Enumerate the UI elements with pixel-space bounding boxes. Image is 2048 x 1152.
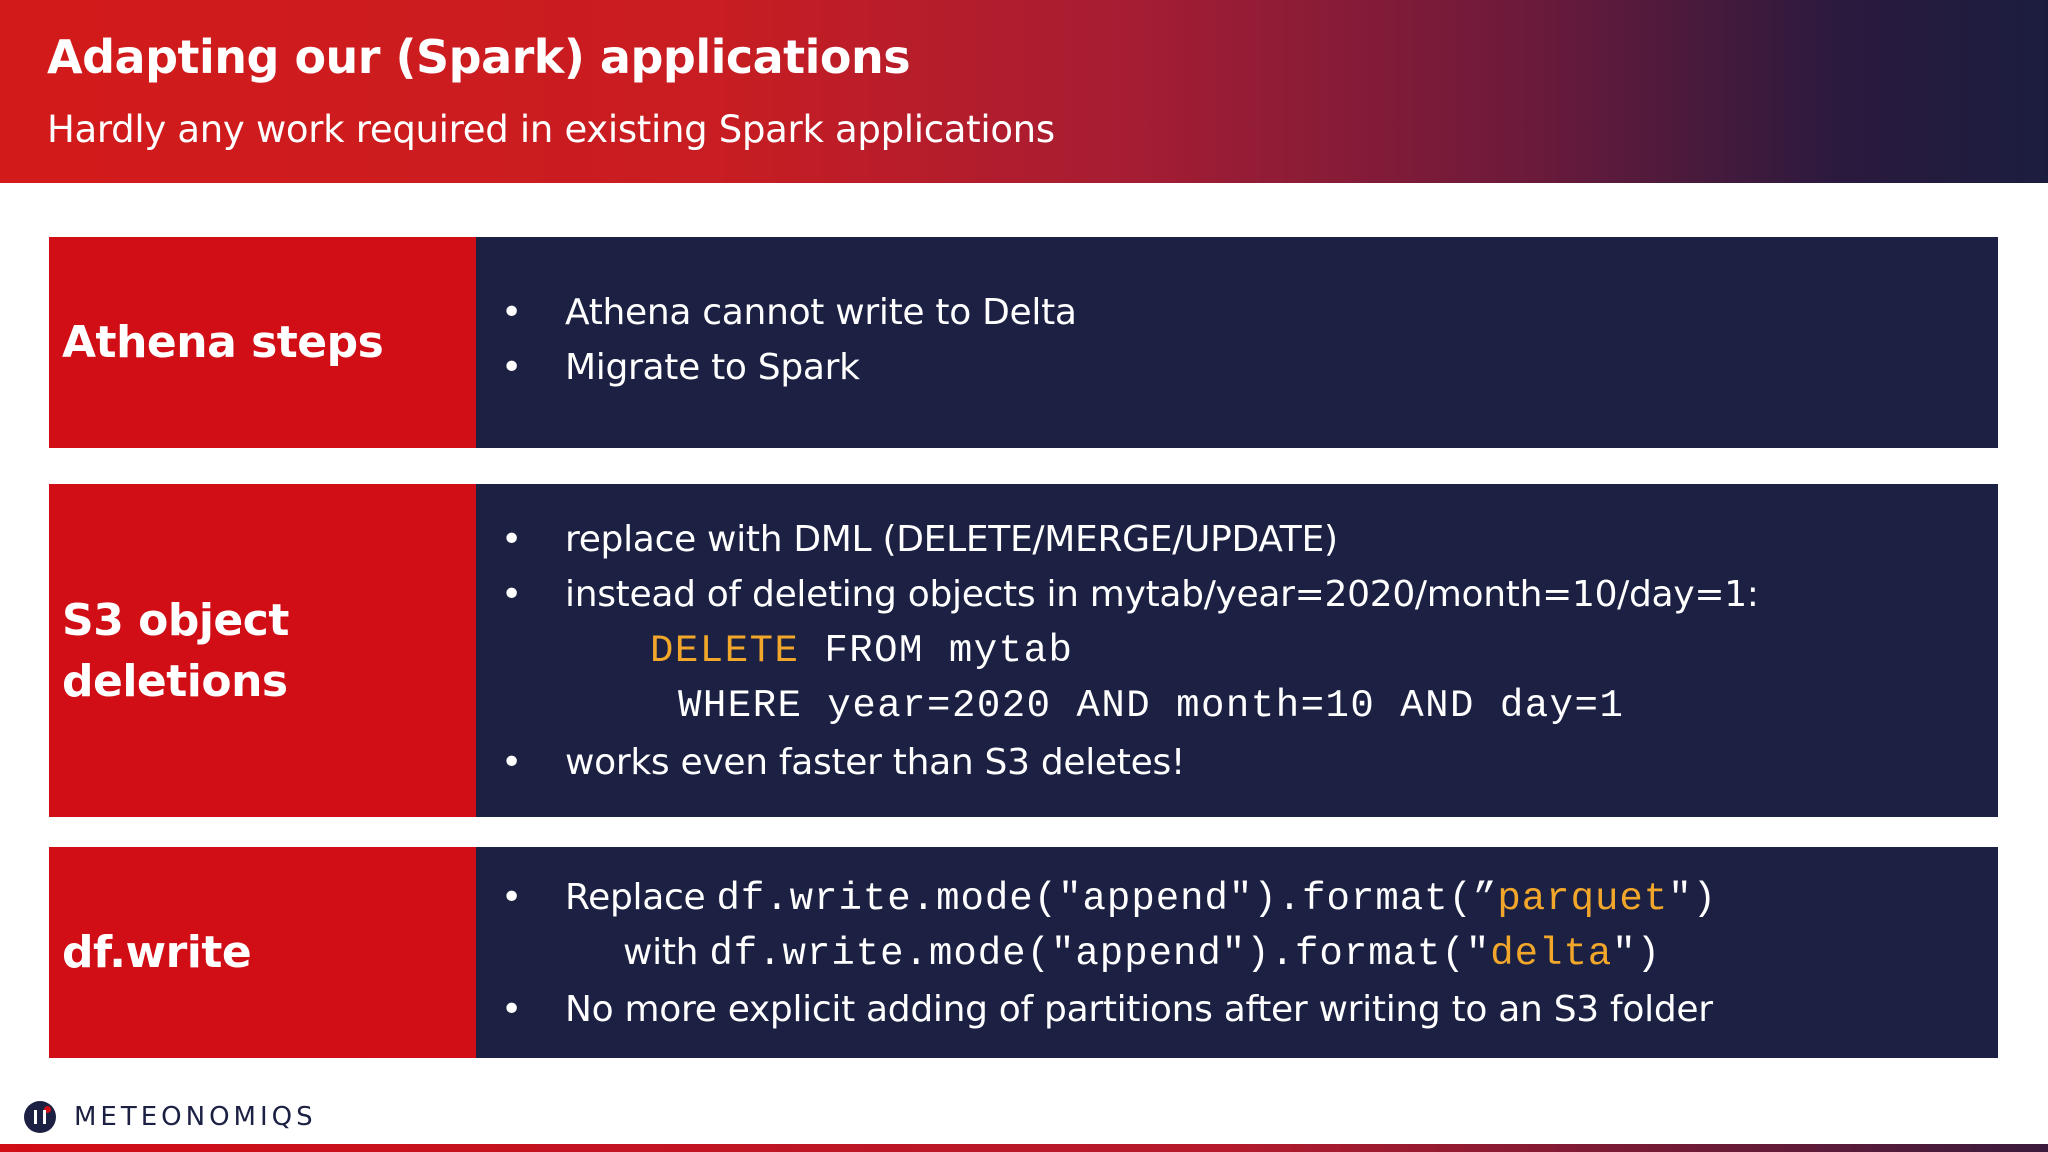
footer-brand: METEONOMIQS: [74, 1102, 317, 1132]
row-label-dfwrite: df.write: [49, 847, 476, 1058]
bottom-divider: [0, 1144, 2048, 1152]
row-s3-deletions: S3 object deletions • replace with DML (…: [49, 484, 1998, 817]
row-content-dfwrite: • Replace df.write.mode("append").format…: [501, 877, 1718, 1030]
row-content-s3: • replace with DML (DELETE/MERGE/UPDATE)…: [501, 519, 1759, 783]
row-athena-steps: Athena steps • Athena cannot write to De…: [49, 237, 1998, 448]
label-df-write: df.write: [62, 927, 252, 978]
label-athena-steps: Athena steps: [62, 317, 384, 368]
label-chevron: [49, 484, 427, 817]
row-df-write: df.write • Replace df.write.mode("append…: [49, 847, 1998, 1058]
label-chevron: [49, 237, 427, 448]
label-s3-object-deletions: S3 object deletions: [62, 595, 289, 707]
code-line-where: WHERE year=2020 AND month=10 AND day=1: [678, 684, 1625, 728]
slide-header: Adapting our (Spark) applications Hardly…: [0, 0, 2048, 183]
meteonomiqs-logo-icon: [24, 1101, 56, 1133]
row-content-athena: • Athena cannot write to Delta • Migrate…: [501, 292, 1077, 388]
slide-title: Adapting our (Spark) applications: [47, 30, 911, 84]
code-line-delete: DELETE FROM mytab: [650, 629, 1074, 673]
row-label-athena: Athena steps: [49, 237, 476, 448]
label-chevron: [49, 847, 427, 1058]
slide-subtitle: Hardly any work required in existing Spa…: [47, 108, 1055, 151]
row-label-s3: S3 object deletions: [49, 484, 476, 817]
